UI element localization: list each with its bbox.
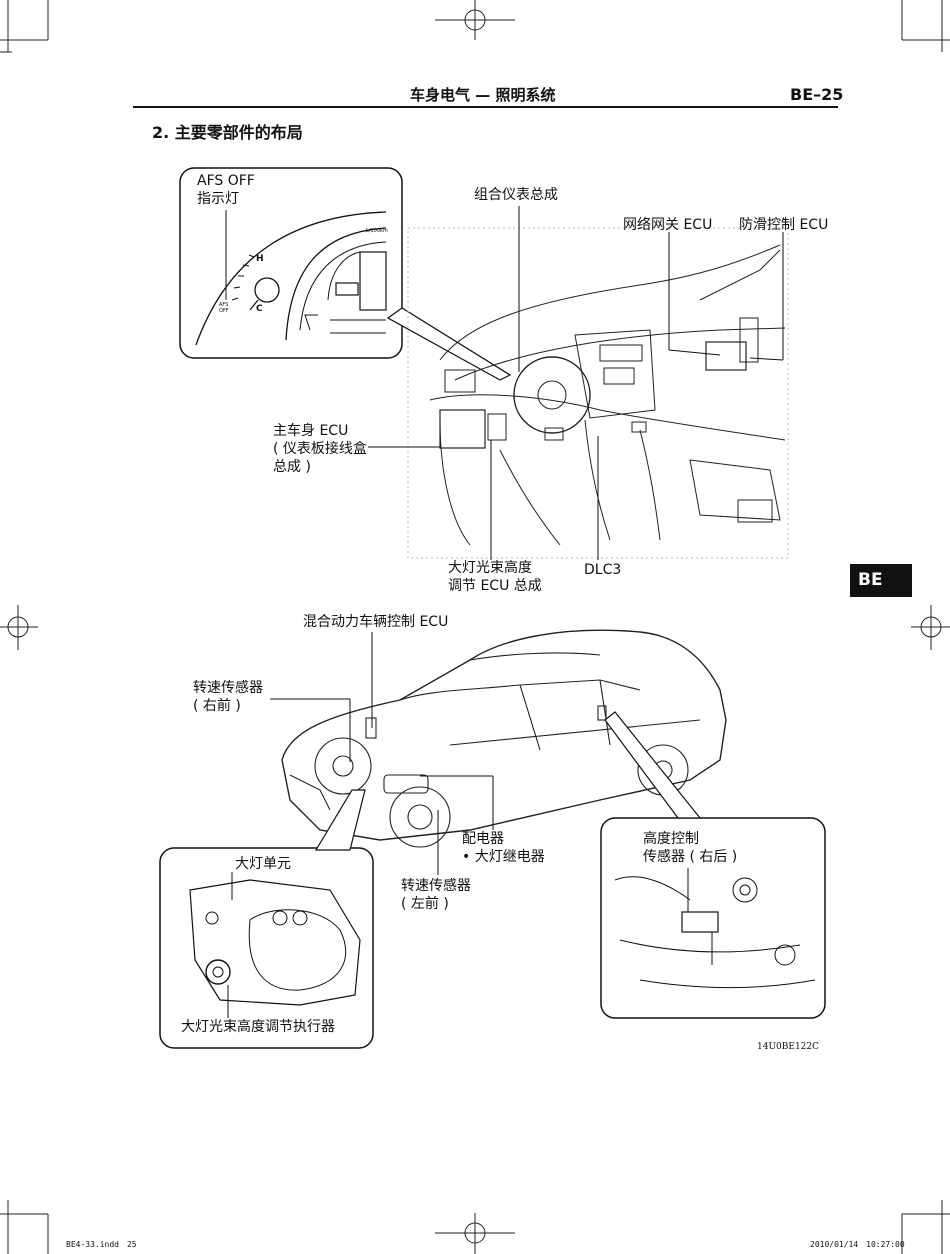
callout-speed-sensor-fl: 转速传感器 ( 左前 ) xyxy=(401,878,471,912)
height-sensor-inset xyxy=(600,711,826,1019)
gauge-unit-mark: L/100km xyxy=(366,228,388,234)
gauge-hot-mark: H xyxy=(256,254,264,264)
headlight-inset xyxy=(159,789,374,1049)
side-tab-be: BE xyxy=(850,564,912,597)
gauge-inset xyxy=(179,167,512,381)
callout-speed-sensor-fr: 转速传感器 ( 右前 ) xyxy=(193,680,263,714)
upper-leader-lines xyxy=(225,206,784,560)
callout-afs-off: AFS OFF 指示灯 xyxy=(197,173,255,207)
callout-combination-meter: 组合仪表总成 xyxy=(474,187,558,203)
callout-headlight-unit: 大灯单元 xyxy=(235,856,291,872)
lower-leader-lines xyxy=(270,632,689,912)
gauge-cold-mark: C xyxy=(256,304,263,314)
gauge-afs-mark: AFS OFF xyxy=(219,302,229,314)
callout-relay-block: 配电器 • 大灯继电器 xyxy=(462,831,545,865)
header-rule xyxy=(133,106,838,108)
footer-timestamp: 2010/01/14 10:27:00 xyxy=(810,1240,905,1249)
page-number: BE–25 xyxy=(790,85,844,104)
callout-dlc3: DLC3 xyxy=(584,562,622,578)
callout-headlight-leveling-ecu: 大灯光束高度 调节 ECU 总成 xyxy=(448,560,542,594)
callout-hybrid-ecu: 混合动力车辆控制 ECU xyxy=(303,614,449,630)
figure-code: 14U0BE122C xyxy=(757,1042,820,1052)
callout-main-body-ecu: 主车身 ECU ( 仪表板接线盒 总成 ) xyxy=(273,423,367,475)
dashboard-illustration xyxy=(407,227,789,559)
car-illustration xyxy=(281,629,727,848)
callout-skid-control-ecu: 防滑控制 ECU xyxy=(739,217,829,233)
callout-leveling-actuator: 大灯光束高度调节执行器 xyxy=(181,1019,335,1035)
header-title: 车身电气 — 照明系统 xyxy=(410,86,556,104)
callout-gateway-ecu: 网络网关 ECU xyxy=(623,217,713,233)
footer-file: BE4-33.indd 25 xyxy=(66,1240,137,1249)
callout-height-sensor: 高度控制 传感器 ( 右后 ) xyxy=(643,831,738,865)
section-title: 2. 主要零部件的布局 xyxy=(152,123,303,142)
